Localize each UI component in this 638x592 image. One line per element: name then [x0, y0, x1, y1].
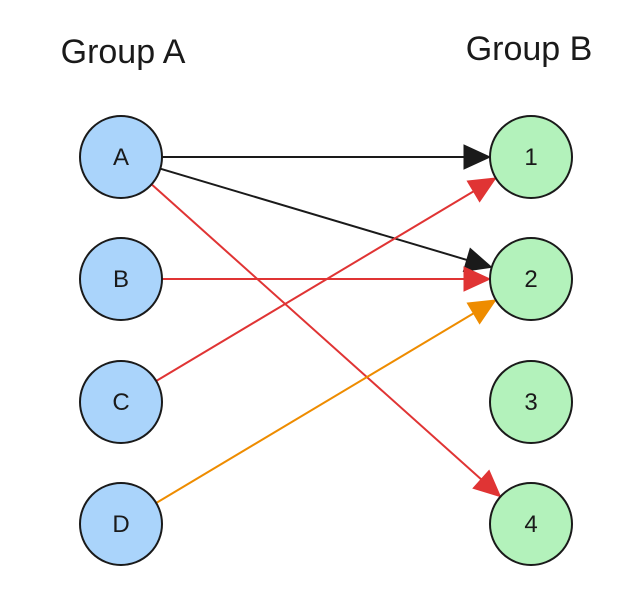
nodes-layer: A B C D 1 2 3 4 [79, 115, 573, 566]
group-b-title: Group B [466, 30, 593, 68]
node-C: C [79, 360, 163, 444]
node-circle [489, 115, 573, 199]
node-circle [489, 360, 573, 444]
node-circle [79, 115, 163, 199]
node-circle [79, 360, 163, 444]
node-B: B [79, 237, 163, 321]
edge-line [160, 167, 468, 261]
node-circle [79, 237, 163, 321]
edge-C-to-1 [155, 177, 497, 382]
edge-A-to-2 [160, 167, 493, 273]
node-label: B [113, 266, 129, 293]
arrowhead-icon [466, 299, 497, 325]
edge-A-to-1 [162, 144, 492, 170]
node-label: 1 [524, 144, 537, 171]
node-D: D [79, 482, 163, 566]
node-circle [489, 482, 573, 566]
node-label: D [112, 511, 129, 538]
edge-line [155, 312, 475, 504]
node-label: 2 [524, 266, 537, 293]
edge-line [155, 190, 475, 382]
node-label: A [113, 144, 129, 171]
node-2: 2 [489, 237, 573, 321]
edge-A-to-4 [150, 183, 502, 498]
node-label: 4 [524, 511, 537, 538]
node-3: 3 [489, 360, 573, 444]
group-a-title: Group A [61, 33, 186, 71]
arrowhead-icon [472, 469, 502, 498]
arrowhead-icon [463, 144, 492, 170]
node-label: C [112, 389, 129, 416]
node-label: 3 [524, 389, 537, 416]
node-1: 1 [489, 115, 573, 199]
node-circle [79, 482, 163, 566]
arrowhead-icon [463, 266, 492, 292]
node-circle [489, 237, 573, 321]
edge-D-to-2 [155, 299, 497, 504]
node-A: A [79, 115, 163, 199]
edge-B-to-2 [162, 266, 492, 292]
edges-layer [150, 144, 502, 504]
edge-line [150, 183, 482, 481]
arrowhead-icon [462, 247, 493, 273]
node-4: 4 [489, 482, 573, 566]
arrowhead-icon [466, 177, 497, 203]
